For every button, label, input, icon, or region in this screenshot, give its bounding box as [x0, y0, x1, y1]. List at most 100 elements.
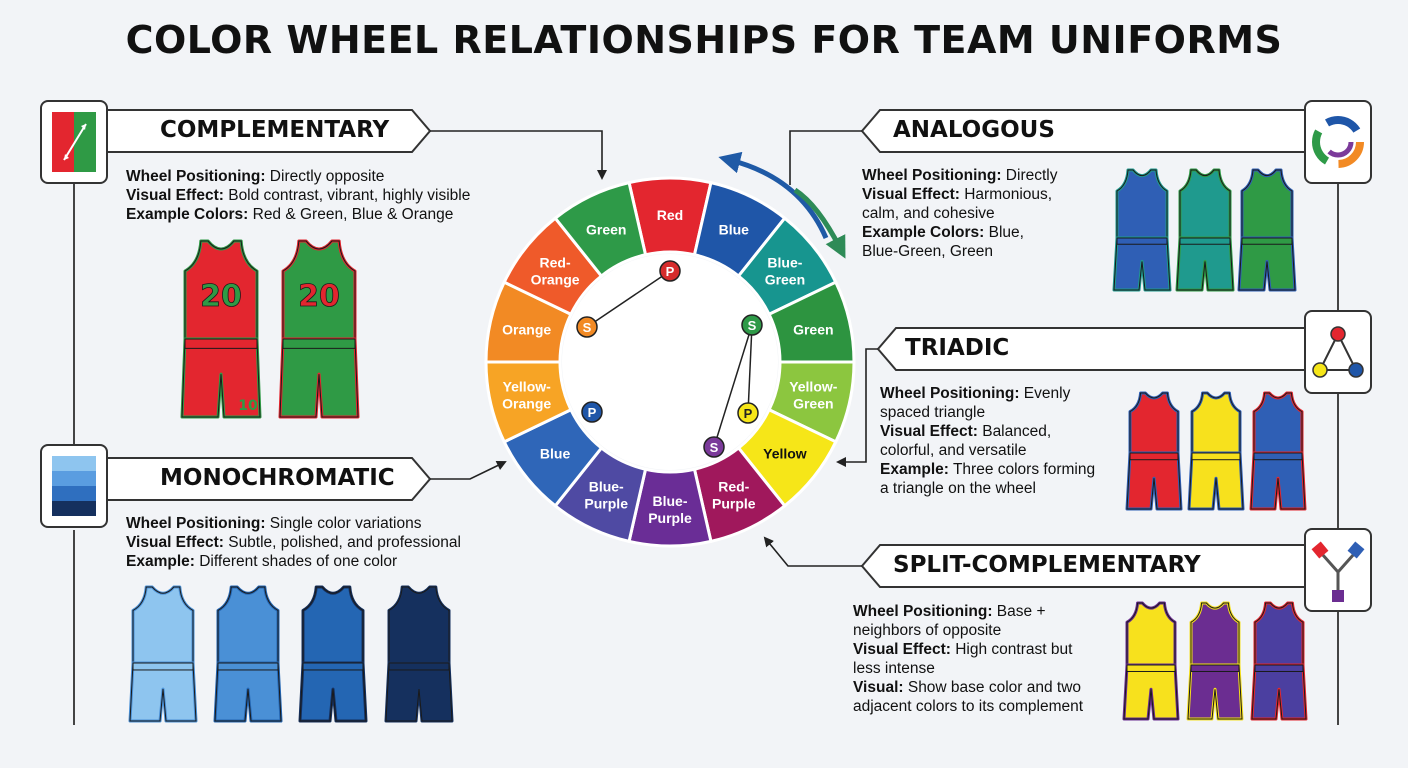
desc-line: neighbors of opposite	[853, 622, 1002, 639]
desc-line: Visual Effect: Bold contrast, vibrant, h…	[126, 187, 471, 204]
desc-line: Wheel Positioning: Directly	[862, 167, 1058, 184]
wheel-segment-label: Orange	[502, 321, 551, 337]
desc-line: Visual Effect: Subtle, polished, and pro…	[126, 534, 461, 551]
desc-line: Example: Different shades of one color	[126, 553, 398, 570]
uniform-red-green-shorts	[180, 337, 262, 419]
desc-line: Wheel Positioning: Evenly	[880, 385, 1071, 402]
shorts-number: 10	[238, 398, 258, 414]
uniform-mono-4-shorts	[384, 661, 454, 723]
split-complementary-heading: SPLIT-COMPLEMENTARY	[893, 552, 1201, 578]
wheel-marker	[703, 436, 725, 458]
complementary-icon	[40, 100, 108, 184]
desc-line: less intense	[853, 660, 935, 677]
complementary-heading: COMPLEMENTARY	[160, 117, 390, 143]
split-link	[747, 324, 753, 414]
desc-line: Visual Effect: High contrast but	[853, 641, 1073, 658]
wheel-marker	[737, 402, 759, 424]
wheel-segment-label: Red	[657, 207, 683, 223]
wheel-segment-label: Green	[586, 222, 626, 238]
split-complementary-icon	[1304, 528, 1372, 612]
uniform-analogous-blue-jersey	[1115, 168, 1169, 242]
wheel-marker	[741, 314, 763, 336]
uniform-analogous-green-shorts	[1237, 236, 1297, 292]
uniform-analogous-blue-shorts	[1112, 236, 1172, 292]
uniform-split-purple-shorts	[1186, 663, 1244, 721]
uniform-analogous-green-jersey	[1240, 168, 1294, 242]
complementary-description: Wheel Positioning: Directly opposite Vis…	[126, 167, 470, 224]
desc-line: Wheel Positioning: Directly opposite	[126, 168, 385, 185]
uniform-mono-3-jersey	[301, 585, 365, 667]
desc-line: Visual Effect: Harmonious,	[862, 186, 1053, 203]
uniform-analogous-teal-shorts	[1175, 236, 1235, 292]
wheel-marker	[576, 316, 598, 338]
split-complementary-description: Wheel Positioning: Base + neighbors of o…	[853, 602, 1083, 716]
triadic-description: Wheel Positioning: Evenly spaced triangl…	[880, 384, 1095, 498]
desc-line: Wheel Positioning: Single color variatio…	[126, 515, 422, 532]
page-title: COLOR WHEEL RELATIONSHIPS FOR TEAM UNIFO…	[125, 18, 1283, 62]
desc-line: Visual: Show base color and two	[853, 679, 1082, 696]
wheel-segment-label: Blue-Green	[765, 254, 805, 287]
uniform-analogous-teal-jersey	[1178, 168, 1232, 242]
wheel-marker-label: P	[744, 406, 753, 421]
wheel-segment	[553, 180, 648, 279]
wheel-segment-label: Blue-Purple	[648, 493, 692, 526]
wheel-marker-label: S	[748, 318, 757, 333]
desc-line: colorful, and versatile	[880, 442, 1027, 459]
analogous-description: Wheel Positioning: Directly Visual Effec…	[862, 166, 1057, 261]
uniform-triadic-yellow-jersey	[1190, 391, 1242, 457]
uniform-mono-1-shorts	[128, 661, 198, 723]
uniform-split-violet-shorts	[1250, 663, 1308, 721]
analogous-heading: ANALOGOUS	[893, 117, 1055, 143]
uniform-mono-2-shorts	[213, 661, 283, 723]
wheel-marker	[659, 260, 681, 282]
wheel-segment-label: Blue	[540, 446, 571, 462]
uniform-split-purple-jersey	[1189, 601, 1241, 669]
uniform-split-yellow-jersey	[1125, 601, 1177, 669]
uniform-split-violet-jersey	[1253, 601, 1305, 669]
triadic-heading: TRIADIC	[905, 335, 1010, 361]
wheel-segment-label: Green	[793, 321, 833, 337]
wheel-marker-label: S	[710, 440, 719, 455]
desc-line: calm, and cohesive	[862, 205, 995, 222]
desc-line: Blue-Green, Green	[862, 243, 993, 260]
uniform-red-green-jersey	[183, 239, 259, 343]
desc-line: Example: Three colors forming	[880, 461, 1096, 478]
uniform-triadic-yellow-shorts	[1187, 451, 1245, 511]
desc-line: Visual Effect: Balanced,	[880, 423, 1052, 440]
jersey-number: 20	[298, 279, 340, 314]
uniform-green-red-jersey	[281, 239, 357, 343]
analogous-icon	[1304, 100, 1372, 184]
uniform-triadic-red-jersey	[1128, 391, 1180, 457]
desc-line: adjacent colors to its complement	[853, 698, 1084, 715]
desc-line: Wheel Positioning: Base +	[853, 603, 1046, 620]
complement-link	[586, 270, 671, 328]
wheel-marker-label: P	[588, 405, 597, 420]
uniform-split-yellow-shorts	[1122, 663, 1180, 721]
triadic-icon	[1304, 310, 1372, 394]
wheel-segment-label: Yellow	[763, 446, 807, 462]
wheel-segment-label: Blue	[719, 222, 750, 238]
uniform-mono-3-shorts	[298, 661, 368, 723]
wheel-segment-label: Blue-Purple	[584, 478, 628, 511]
uniform-mono-2-jersey	[216, 585, 280, 667]
uniform-mono-1-jersey	[131, 585, 195, 667]
desc-line: a triangle on the wheel	[880, 480, 1036, 497]
uniform-triadic-red-shorts	[1125, 451, 1183, 511]
monochromatic-description: Wheel Positioning: Single color variatio…	[126, 514, 461, 571]
wheel-segment-label: Yellow-Green	[789, 379, 838, 412]
monochromatic-icon	[40, 444, 108, 528]
monochromatic-heading: MONOCHROMATIC	[160, 465, 395, 491]
wheel-marker-label: S	[583, 320, 592, 335]
uniform-triadic-blue-shorts	[1249, 451, 1307, 511]
desc-line: Example Colors: Blue,	[862, 224, 1024, 241]
jersey-number: 20	[200, 279, 242, 314]
wheel-segment-label: Red-Purple	[712, 478, 756, 511]
wheel-segment-label: Yellow-Orange	[502, 379, 551, 412]
desc-line: spaced triangle	[880, 404, 986, 421]
uniform-green-red-shorts	[278, 337, 360, 419]
uniform-triadic-blue-jersey	[1252, 391, 1304, 457]
split-link	[713, 324, 753, 448]
